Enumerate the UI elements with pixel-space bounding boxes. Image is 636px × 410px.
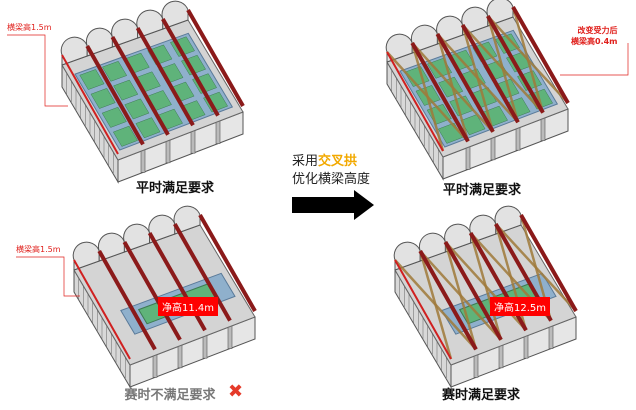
arch bbox=[494, 205, 522, 235]
court bbox=[102, 60, 128, 82]
court bbox=[460, 114, 486, 136]
beam bbox=[435, 33, 495, 133]
cross-arch bbox=[469, 232, 503, 341]
beam bbox=[186, 9, 245, 107]
cross-arch bbox=[418, 250, 453, 360]
method-line-2: 优化横梁高度 bbox=[292, 172, 371, 187]
beam bbox=[135, 27, 195, 127]
beam bbox=[198, 214, 257, 312]
cross-arch bbox=[436, 33, 470, 142]
beam bbox=[122, 241, 182, 341]
beam bbox=[386, 51, 444, 152]
callout-beam-height-bottom: 横梁高1.5m bbox=[16, 245, 61, 254]
caption-normal-before: 平时满足要求 bbox=[135, 181, 215, 196]
beam bbox=[410, 42, 470, 143]
right-arrow-icon bbox=[292, 190, 374, 220]
cross-arch bbox=[486, 15, 520, 123]
court bbox=[112, 125, 138, 147]
callout-beam-height-top: 横梁高1.5m bbox=[7, 23, 52, 32]
caption-game-after: 赛时满足要求 bbox=[441, 388, 521, 403]
x-mark-icon: ✖ bbox=[228, 381, 244, 402]
beam bbox=[511, 6, 570, 104]
beam bbox=[85, 45, 145, 146]
beam bbox=[73, 259, 131, 360]
callout-beam-height-optimized: 改变受力后 横梁高0.4m bbox=[571, 25, 618, 47]
court bbox=[135, 117, 161, 139]
callout-line-1: 改变受力后 bbox=[577, 26, 618, 35]
callout-leader bbox=[560, 43, 629, 76]
court bbox=[90, 88, 116, 109]
arch bbox=[486, 0, 514, 27]
clear-height-tag-before: 净高11.4m bbox=[158, 297, 219, 316]
cross-arch bbox=[444, 241, 478, 350]
callout-line-2: 横梁高0.4m bbox=[571, 37, 618, 46]
beam bbox=[519, 214, 578, 312]
beam bbox=[161, 18, 220, 117]
caption-normal-after: 平时满足要求 bbox=[442, 183, 522, 198]
cross-arch bbox=[511, 6, 545, 113]
court bbox=[124, 98, 150, 120]
beam bbox=[394, 259, 452, 360]
court bbox=[101, 106, 127, 128]
beam bbox=[443, 241, 503, 341]
beam bbox=[97, 250, 157, 351]
beam bbox=[486, 15, 545, 114]
cross-arch bbox=[410, 42, 445, 152]
arch bbox=[173, 205, 201, 235]
callout-leader bbox=[16, 256, 80, 297]
beam bbox=[173, 223, 232, 322]
court bbox=[113, 79, 139, 101]
callout-leader bbox=[7, 34, 68, 107]
beam bbox=[61, 54, 119, 155]
cross-arch bbox=[461, 24, 495, 133]
beam bbox=[110, 36, 170, 136]
beam bbox=[418, 250, 478, 351]
caption-game-before: 赛时不满足要求 bbox=[124, 388, 216, 403]
method-text: 采用交叉拱 优化横梁高度 bbox=[292, 153, 370, 189]
method-highlight: 交叉拱 bbox=[318, 154, 358, 169]
clear-height-tag-after: 净高12.5m bbox=[490, 297, 551, 316]
court bbox=[79, 69, 105, 90]
arch bbox=[161, 0, 189, 30]
beam bbox=[460, 24, 520, 124]
method-prefix: 采用 bbox=[292, 154, 319, 169]
